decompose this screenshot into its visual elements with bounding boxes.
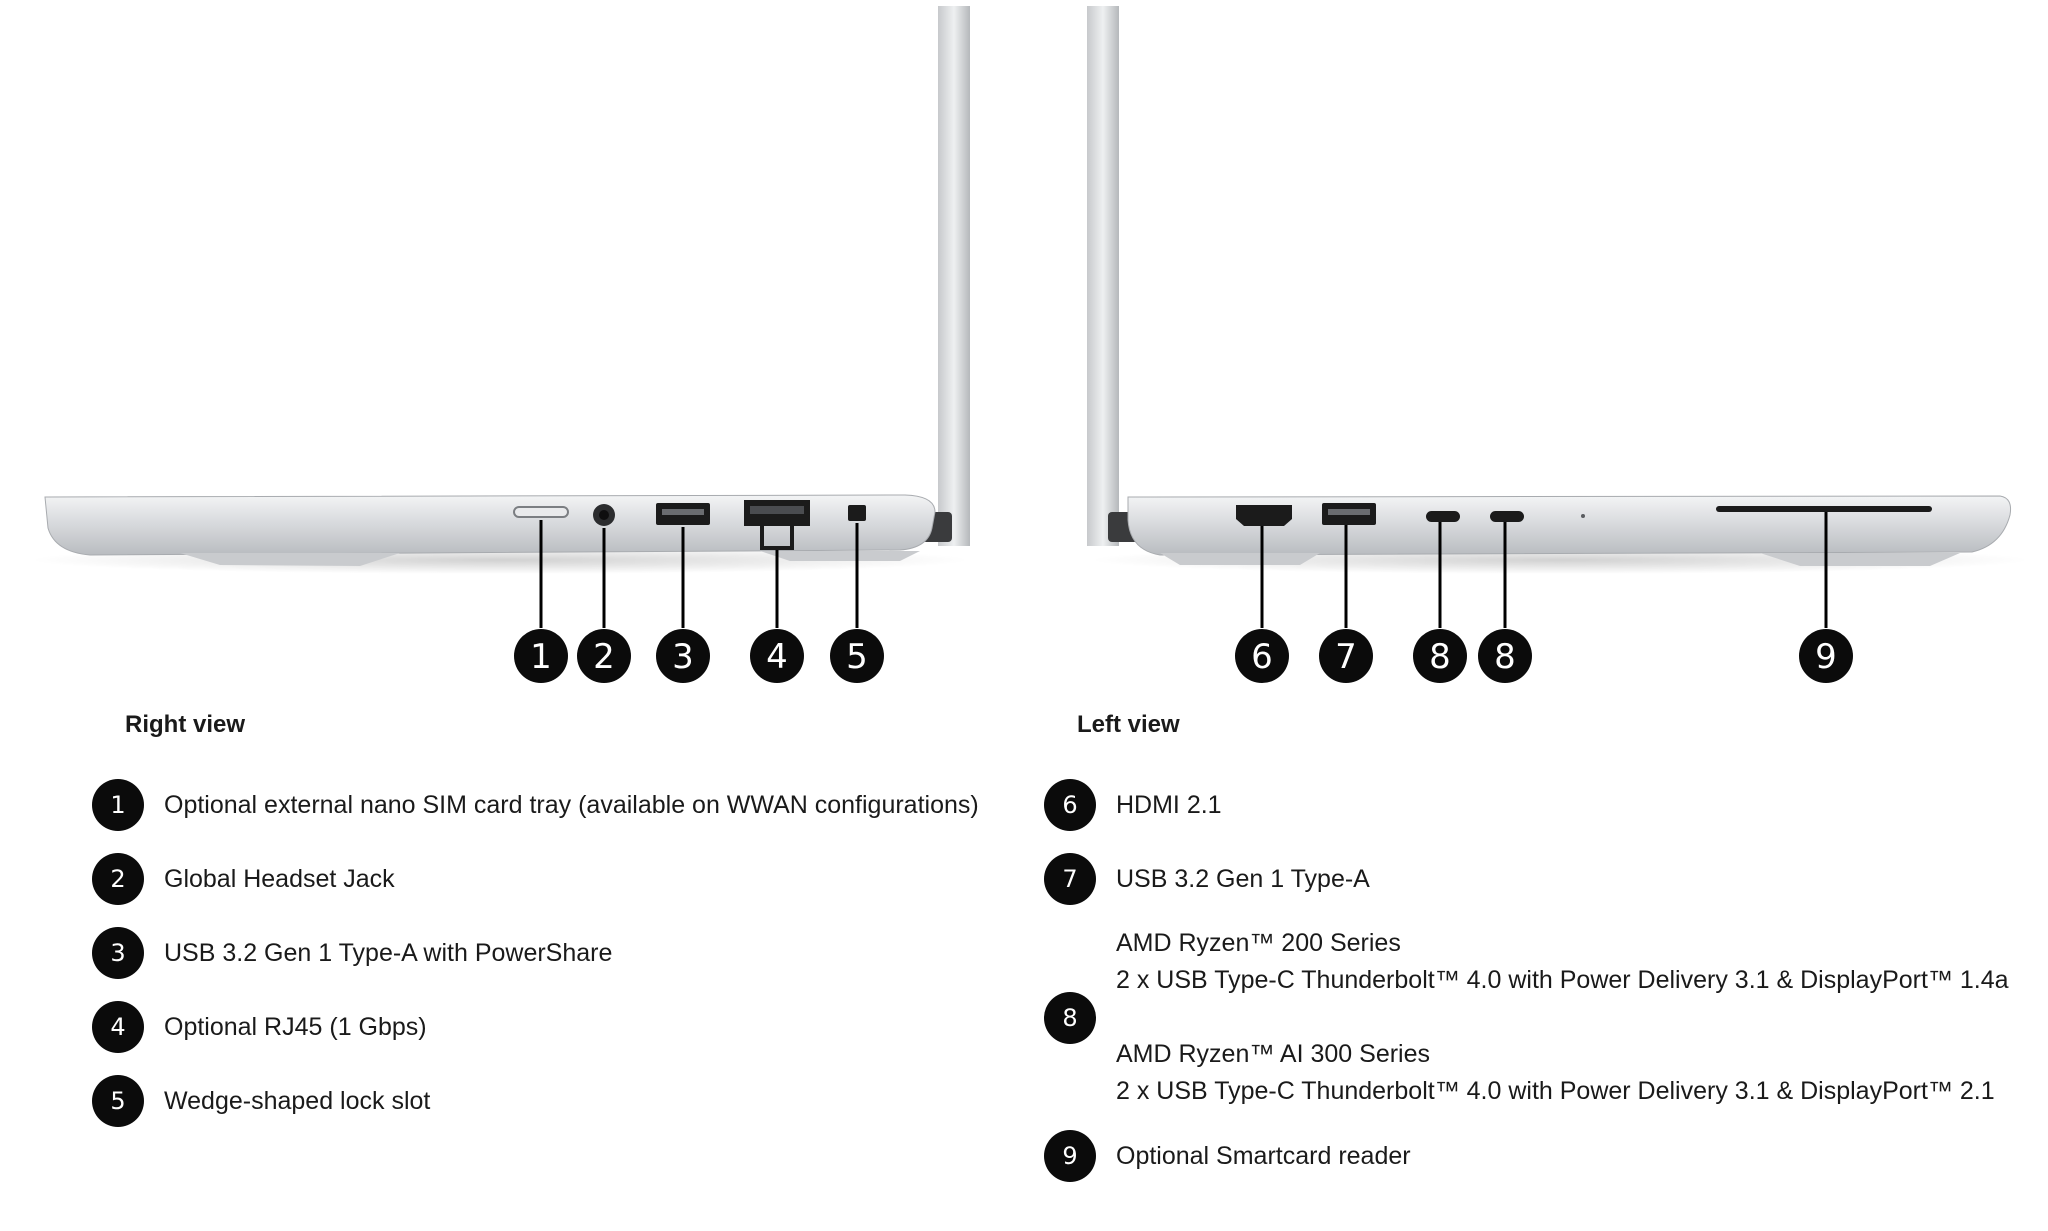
- legend-text-8-line-2: 2 x USB Type-C Thunderbolt™ 4.0 with Pow…: [1116, 966, 2009, 994]
- legend-item-5: 5 Wedge-shaped lock slot: [92, 1075, 979, 1127]
- usb-a-port-right: [656, 503, 710, 525]
- callout-9: 9: [1799, 629, 1853, 683]
- smartcard-slot: [1716, 506, 1932, 512]
- laptop-right-side: [30, 6, 970, 628]
- hdmi-port: [1236, 505, 1292, 526]
- legend-badge-9: 9: [1044, 1130, 1096, 1182]
- legend-badge-2: 2: [92, 853, 144, 905]
- legend-text-3: USB 3.2 Gen 1 Type-A with PowerShare: [164, 938, 613, 967]
- callout-6: 6: [1235, 629, 1289, 683]
- legend-text-4: Optional RJ45 (1 Gbps): [164, 1012, 427, 1041]
- legend-badge-1: 1: [92, 779, 144, 831]
- callout-1: 1: [514, 629, 568, 683]
- right-view-heading: Right view: [125, 711, 246, 738]
- svg-text:5: 5: [846, 637, 868, 677]
- legend-badge-5: 5: [92, 1075, 144, 1127]
- legend-text-6: HDMI 2.1: [1116, 790, 1222, 819]
- laptop-left-side: [1087, 6, 2030, 628]
- legend-text-8: AMD Ryzen™ 200 Series 2 x USB Type-C Thu…: [1116, 925, 2009, 1110]
- svg-text:8: 8: [1494, 637, 1516, 677]
- left-view-legend: 6 HDMI 2.1 7 USB 3.2 Gen 1 Type-A 8 AMD …: [1044, 779, 2009, 1182]
- svg-text:6: 6: [1251, 637, 1273, 677]
- legend-text-8-line-3: [1116, 999, 2009, 1036]
- svg-text:7: 7: [1335, 637, 1357, 677]
- lock-slot: [848, 505, 866, 521]
- svg-text:4: 4: [766, 637, 788, 677]
- legend-badge-3: 3: [92, 927, 144, 979]
- right-view-legend: 1 Optional external nano SIM card tray (…: [92, 779, 979, 1127]
- usb-c-port-1: [1426, 511, 1460, 522]
- legend-badge-7: 7: [1044, 853, 1096, 905]
- callout-7: 7: [1319, 629, 1373, 683]
- sim-tray-port: [513, 506, 569, 518]
- legend-text-2: Global Headset Jack: [164, 864, 395, 893]
- legend-item-3: 3 USB 3.2 Gen 1 Type-A with PowerShare: [92, 927, 979, 979]
- legend-badge-4: 4: [92, 1001, 144, 1053]
- callout-2: 2: [577, 629, 631, 683]
- legend-item-7: 7 USB 3.2 Gen 1 Type-A: [1044, 853, 2009, 905]
- legend-item-6: 6 HDMI 2.1: [1044, 779, 2009, 831]
- legend-text-1: Optional external nano SIM card tray (av…: [164, 790, 979, 819]
- svg-text:3: 3: [672, 637, 694, 677]
- legend-text-5: Wedge-shaped lock slot: [164, 1086, 431, 1115]
- legend-badge-8: 8: [1044, 991, 1096, 1044]
- legend-item-2: 2 Global Headset Jack: [92, 853, 979, 905]
- svg-text:2: 2: [593, 637, 615, 677]
- legend-text-9: Optional Smartcard reader: [1116, 1141, 1411, 1170]
- legend-item-8: 8 AMD Ryzen™ 200 Series 2 x USB Type-C T…: [1044, 925, 2009, 1110]
- callout-5: 5: [830, 629, 884, 683]
- svg-text:9: 9: [1815, 637, 1837, 677]
- callout-8b: 8: [1478, 629, 1532, 683]
- legend-text-8-line-4: AMD Ryzen™ AI 300 Series: [1116, 1040, 1431, 1068]
- left-view-heading: Left view: [1077, 711, 1180, 738]
- rj45-port: [744, 500, 810, 550]
- legend-item-4: 4 Optional RJ45 (1 Gbps): [92, 1001, 979, 1053]
- headset-jack-port: [593, 504, 615, 526]
- legend-text-8-line-5: 2 x USB Type-C Thunderbolt™ 4.0 with Pow…: [1116, 1077, 1995, 1105]
- callout-4: 4: [750, 629, 804, 683]
- legend-text-7: USB 3.2 Gen 1 Type-A: [1116, 864, 1370, 893]
- legend-badge-6: 6: [1044, 779, 1096, 831]
- usb-c-port-2: [1490, 511, 1524, 522]
- callout-group-left: 6 7 8 8 9: [1235, 629, 1853, 683]
- legend-item-1: 1 Optional external nano SIM card tray (…: [92, 779, 979, 831]
- svg-text:1: 1: [530, 637, 552, 677]
- usb-a-port-left: [1322, 503, 1376, 525]
- legend-item-9: 9 Optional Smartcard reader: [1044, 1130, 2009, 1182]
- svg-text:8: 8: [1429, 637, 1451, 677]
- callout-group-right: 1 2 3 4 5: [514, 629, 884, 683]
- callout-3: 3: [656, 629, 710, 683]
- laptop-side-views-illustration: 1 2 3 4 5 6 7 8 8 9: [30, 6, 2030, 683]
- callout-8a: 8: [1413, 629, 1467, 683]
- legend-text-8-line-1: AMD Ryzen™ 200 Series: [1116, 929, 1401, 957]
